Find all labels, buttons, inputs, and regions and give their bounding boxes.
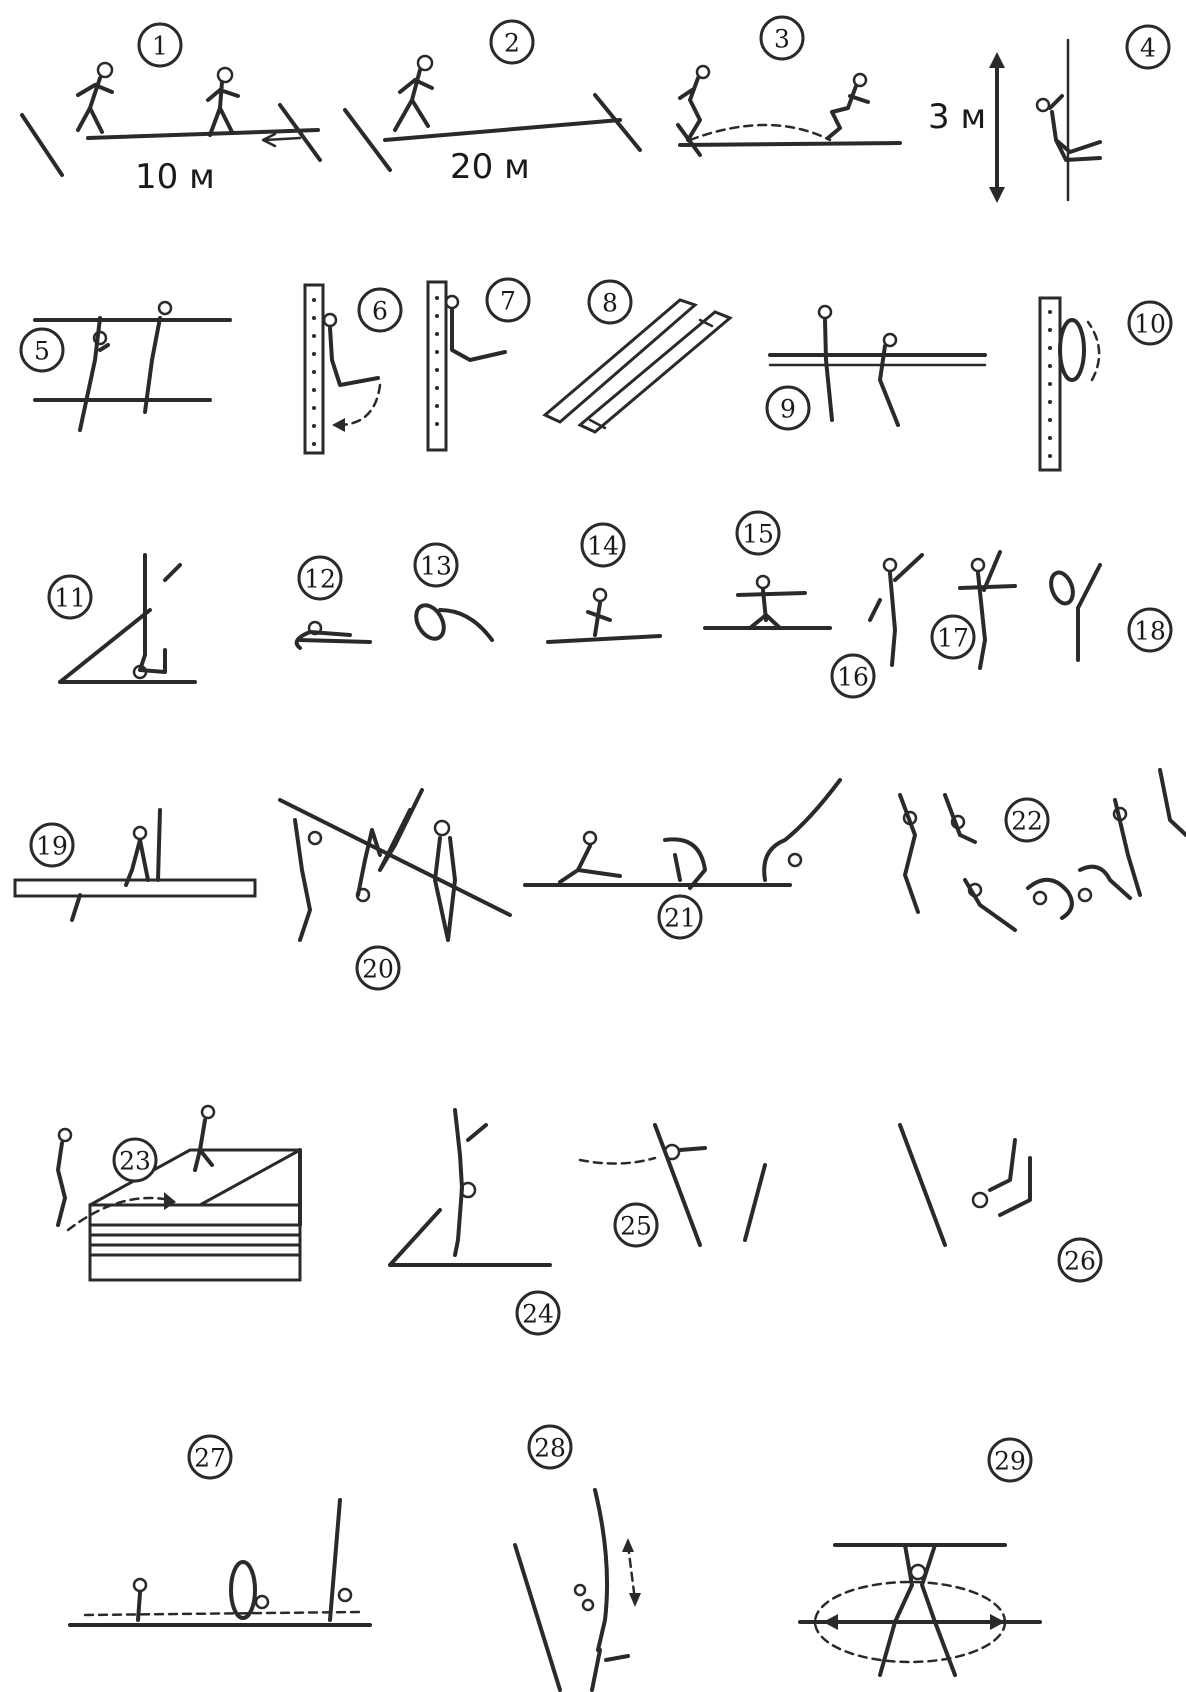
exercise-20-inclined-poles [280,790,510,940]
svg-text:2: 2 [504,29,520,58]
svg-text:27: 27 [194,1444,226,1473]
exercise-3-standing-long-jump [678,66,900,155]
exercise-25-pole-climb [580,1125,765,1245]
exercise-10-wall-bars-roll [1040,298,1099,470]
runner-figure [395,56,432,130]
runner-figure [78,63,112,132]
svg-text:28: 28 [534,1434,566,1463]
svg-text:25: 25 [620,1212,652,1241]
exercise-4-vertical-climb: 3 м [928,40,1100,203]
exercise-28-inclined-climb [515,1490,641,1690]
figure-number-badge: 7 [487,279,529,321]
exercise-1-shuttle-run: 10 м [22,63,320,197]
exercise-13-forward-roll [411,600,492,643]
figure-number-badge: 29 [989,1439,1031,1481]
exercise-14-split-sit [548,589,660,642]
exercise-21-crawl-and-roll [525,780,840,888]
svg-text:15: 15 [742,520,774,549]
svg-text:3: 3 [774,25,790,54]
svg-text:18: 18 [1134,617,1166,646]
figure-number-badge: 12 [299,557,341,599]
figure-number-badge: 11 [49,576,91,618]
figure-number-badge: 25 [615,1204,657,1246]
exercise-16-arm-raise [870,555,922,665]
figure-number-badge: 28 [529,1426,571,1468]
svg-text:14: 14 [587,532,619,561]
svg-text:1: 1 [152,32,168,61]
exercise-29-circle-movement [800,1545,1040,1675]
exercise-24-incline-hang [390,1110,550,1265]
figure-number-badge: 10 [1129,302,1171,344]
figure-number-badge: 21 [659,896,701,938]
figure-number-badge: 24 [517,1292,559,1334]
svg-text:5: 5 [34,337,50,366]
svg-text:12: 12 [304,565,336,594]
runner-figure [208,68,238,135]
figure-number-badge: 8 [589,281,631,323]
exercise-23-mat-jump [58,1106,300,1280]
figure-number-badge: 1 [139,24,181,66]
svg-text:7: 7 [500,287,516,316]
svg-text:10: 10 [1134,310,1166,339]
svg-text:29: 29 [994,1447,1026,1476]
svg-text:22: 22 [1011,807,1043,836]
svg-text:23: 23 [119,1147,151,1176]
figure-number-badge: 6 [359,289,401,331]
exercise-11-incline-sit [60,555,195,682]
exercise-18-v-stand [1047,565,1100,660]
svg-text:26: 26 [1064,1247,1096,1276]
distance-label-10m: 10 м [135,157,215,197]
figure-number-badge: 17 [932,616,974,658]
figure-number-badge: 3 [761,17,803,59]
figure-number-badge: 5 [21,329,63,371]
figure-number-badge: 20 [357,947,399,989]
exercise-8-gymnastic-benches [545,300,730,432]
svg-text:17: 17 [937,624,969,653]
exercise-2-sprint: 20 м [345,56,640,187]
svg-text:20: 20 [362,955,394,984]
jumper-figure [828,74,868,138]
figure-number-badge: 26 [1059,1239,1101,1281]
svg-text:13: 13 [420,552,452,581]
svg-text:16: 16 [837,663,869,692]
jumper-figure [680,66,709,140]
svg-text:21: 21 [664,904,696,933]
figure-number-badge: 19 [31,824,73,866]
exercise-26-hang-on-pole [900,1125,1030,1245]
figure-number-badge: 23 [114,1139,156,1181]
figure-number-badge: 4 [1127,26,1169,68]
svg-text:9: 9 [780,395,796,424]
svg-text:8: 8 [602,289,618,318]
distance-label-20m: 20 м [450,147,530,187]
svg-text:6: 6 [372,297,388,326]
figure-number-badge: 14 [582,524,624,566]
svg-text:11: 11 [54,584,86,613]
figure-number-badge: 18 [1129,609,1171,651]
exercise-27-progression-to-stand [70,1500,370,1625]
figure-number-badge: 16 [832,655,874,697]
svg-text:4: 4 [1140,34,1156,63]
exercise-15-straddle-sit [705,576,830,628]
svg-text:24: 24 [522,1300,554,1329]
figure-number-badge: 27 [189,1436,231,1478]
figure-number-badge: 2 [491,21,533,63]
exercise-22-movement-sequence [900,770,1186,930]
figure-number-badge: 13 [415,544,457,586]
height-label-3m: 3 м [928,97,986,137]
svg-text:19: 19 [36,832,68,861]
figure-number-badge: 9 [767,387,809,429]
exercise-12-lying-figure [297,622,370,648]
figure-number-badge: 15 [737,512,779,554]
exercise-5-high-bar-pullup [35,302,230,430]
figure-number-badge: 22 [1006,799,1048,841]
